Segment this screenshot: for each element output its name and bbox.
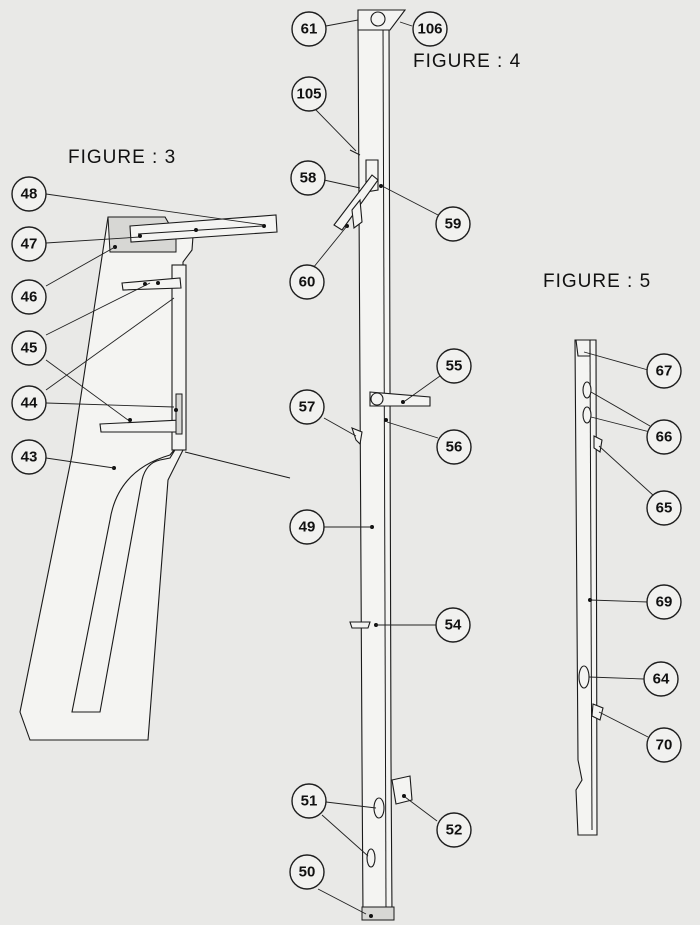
callout-54: 54 bbox=[435, 607, 471, 643]
svg-text:43: 43 bbox=[21, 449, 38, 466]
spreader-arm bbox=[333, 174, 379, 231]
svg-text:61: 61 bbox=[301, 21, 318, 38]
callout-57: 57 bbox=[289, 389, 325, 425]
svg-text:67: 67 bbox=[656, 363, 673, 380]
svg-text:54: 54 bbox=[445, 617, 462, 634]
callout-51: 51 bbox=[291, 783, 327, 819]
callouts: 61 106 105 58 59 60 55 57 56 49 54 51 52… bbox=[11, 11, 682, 890]
shroud-tang bbox=[351, 198, 363, 230]
callout-46: 46 bbox=[11, 279, 47, 315]
callout-70: 70 bbox=[646, 727, 682, 763]
callout-64: 64 bbox=[643, 661, 679, 697]
callout-67: 67 bbox=[646, 353, 682, 389]
svg-text:69: 69 bbox=[656, 594, 673, 611]
svg-text:58: 58 bbox=[300, 170, 317, 187]
callout-49: 49 bbox=[289, 509, 325, 545]
svg-text:48: 48 bbox=[21, 186, 38, 203]
svg-text:49: 49 bbox=[299, 519, 316, 536]
callout-60: 60 bbox=[289, 264, 325, 300]
callout-61: 61 bbox=[291, 11, 327, 47]
callout-65: 65 bbox=[646, 490, 682, 526]
svg-text:45: 45 bbox=[21, 340, 38, 357]
gudgeon-pin bbox=[175, 393, 183, 435]
svg-text:60: 60 bbox=[299, 274, 316, 291]
upper-pintle bbox=[121, 277, 182, 291]
svg-text:106: 106 bbox=[417, 21, 442, 38]
boom-cleat-65 bbox=[593, 435, 603, 453]
callout-105: 105 bbox=[291, 76, 327, 112]
figure-3-rudder: FIGURE : 3 bbox=[19, 147, 291, 741]
cleat-54 bbox=[349, 621, 371, 629]
callout-43: 43 bbox=[11, 439, 47, 475]
svg-text:59: 59 bbox=[445, 216, 462, 233]
figure-5-boom: FIGURE : 5 bbox=[543, 271, 651, 836]
svg-text:66: 66 bbox=[656, 429, 673, 446]
callout-106: 106 bbox=[412, 11, 448, 47]
svg-text:105: 105 bbox=[296, 86, 321, 103]
callout-47: 47 bbox=[11, 226, 47, 262]
callout-59: 59 bbox=[435, 206, 471, 242]
mast-tube bbox=[357, 17, 393, 916]
svg-text:50: 50 bbox=[299, 864, 316, 881]
callout-50: 50 bbox=[289, 854, 325, 890]
svg-text:47: 47 bbox=[21, 236, 38, 253]
svg-text:56: 56 bbox=[446, 439, 463, 456]
boom-end-fitting bbox=[575, 339, 591, 357]
svg-text:55: 55 bbox=[446, 358, 463, 375]
gooseneck bbox=[369, 391, 431, 407]
svg-text:44: 44 bbox=[21, 395, 38, 412]
boom-block-70 bbox=[591, 703, 604, 721]
boom-fitting-66a bbox=[582, 381, 592, 399]
mast-step bbox=[361, 906, 395, 921]
callout-58: 58 bbox=[290, 160, 326, 196]
figure-3-title: FIGURE : 3 bbox=[68, 147, 176, 168]
figure-5-title: FIGURE : 5 bbox=[543, 271, 651, 292]
callout-48: 48 bbox=[11, 176, 47, 212]
callout-56: 56 bbox=[436, 429, 472, 465]
cleat-57 bbox=[351, 427, 363, 446]
halyard-block bbox=[391, 775, 413, 805]
svg-text:70: 70 bbox=[656, 737, 673, 754]
svg-text:46: 46 bbox=[21, 289, 38, 306]
svg-text:64: 64 bbox=[653, 671, 670, 688]
svg-text:52: 52 bbox=[446, 822, 463, 839]
callout-55: 55 bbox=[436, 348, 472, 384]
svg-text:51: 51 bbox=[301, 793, 318, 810]
transom-line bbox=[184, 451, 291, 479]
callout-66: 66 bbox=[646, 419, 682, 455]
callout-52: 52 bbox=[436, 812, 472, 848]
leader-lines bbox=[45, 19, 655, 915]
svg-text:65: 65 bbox=[656, 500, 673, 517]
callout-45: 45 bbox=[11, 330, 47, 366]
boom-fitting-64 bbox=[578, 665, 590, 689]
figure-4-title: FIGURE : 4 bbox=[413, 51, 521, 72]
cleat-51-lower bbox=[366, 848, 376, 868]
callout-69: 69 bbox=[646, 584, 682, 620]
svg-text:57: 57 bbox=[299, 399, 316, 416]
callout-44: 44 bbox=[11, 385, 47, 421]
boom-fitting-66b bbox=[582, 406, 592, 424]
figure-4-mast: FIGURE : 4 bbox=[333, 9, 521, 921]
